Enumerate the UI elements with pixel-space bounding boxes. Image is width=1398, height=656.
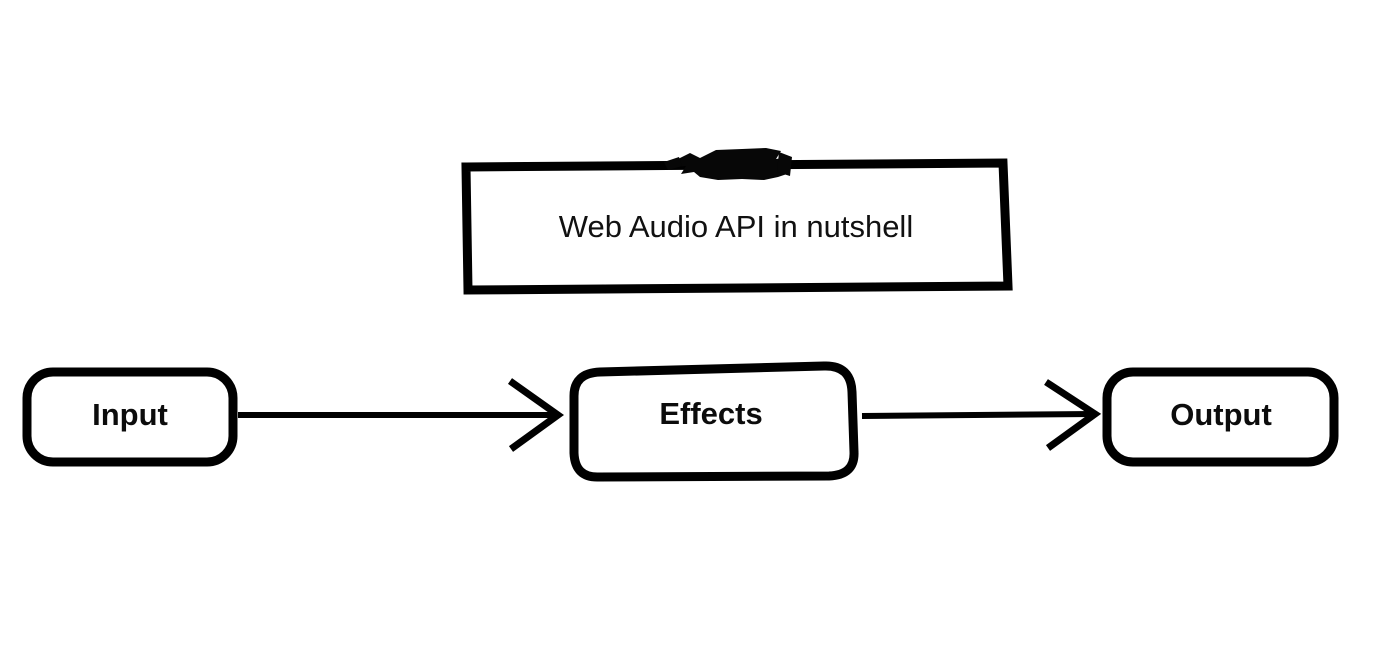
connector-effects-to-output — [861, 379, 1102, 451]
arrowhead-1 — [507, 378, 565, 452]
title-box-outline — [461, 158, 1013, 295]
connector-line-2 — [861, 411, 1094, 419]
title-text: Web Audio API in nutshell — [559, 209, 913, 244]
node-effects-label: Effects — [659, 396, 762, 431]
redaction-mark — [664, 148, 792, 180]
connector-input-to-effects — [238, 378, 565, 452]
arrowhead-2 — [1044, 379, 1102, 451]
node-output[interactable]: Output — [1102, 367, 1339, 467]
redaction-blob — [673, 148, 790, 180]
node-input-label: Input — [92, 397, 168, 432]
redaction-left-tail — [664, 157, 682, 170]
node-effects[interactable]: Effects — [569, 361, 859, 482]
node-output-label: Output — [1170, 397, 1272, 432]
redaction-right-tail — [777, 152, 792, 176]
title-card-group: Web Audio API in nutshell — [461, 158, 1013, 295]
node-output-shape[interactable] — [1102, 367, 1339, 467]
node-effects-shape[interactable] — [569, 361, 859, 482]
node-input-shape[interactable] — [22, 367, 238, 467]
node-input[interactable]: Input — [22, 367, 238, 467]
